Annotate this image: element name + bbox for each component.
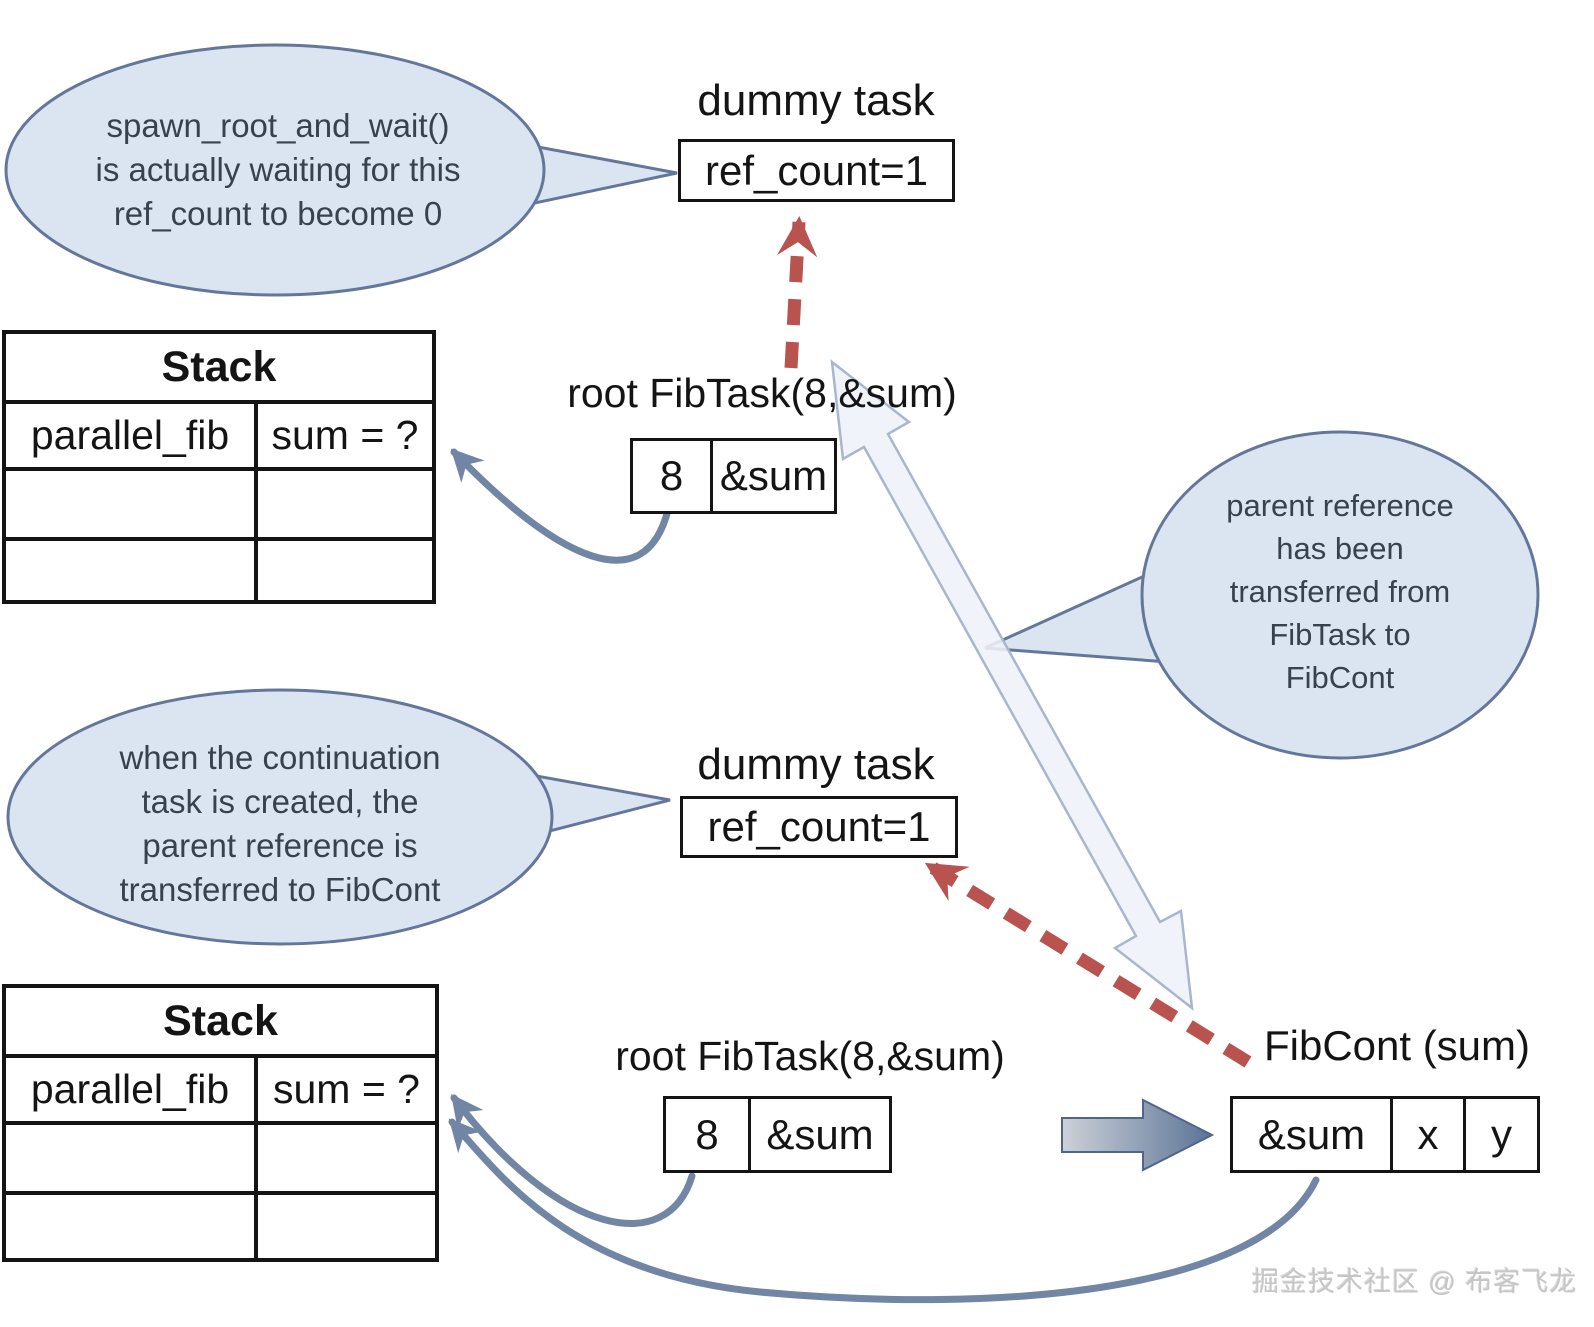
dummy-task-label: dummy task (697, 740, 935, 789)
ref-count-box: ref_count=1 (680, 796, 958, 858)
stack-empty-cell (254, 537, 432, 600)
fibtask-arg-cell: &sum (710, 441, 834, 511)
ref-count-box: ref_count=1 (678, 139, 955, 202)
watermark: 掘金技术社区 @ 布客飞龙 (1252, 1267, 1578, 1297)
stack-table-top: Stack parallel_fib sum = ? (2, 330, 436, 604)
fibcont-arg-cell: x (1390, 1099, 1463, 1170)
fibtask-arg-cell: 8 (695, 1110, 719, 1158)
root-fibtask-label: root FibTask(8,&sum) (615, 1033, 1005, 1079)
stack-empty-cell (254, 467, 432, 537)
stack-table-bottom: Stack parallel_fib sum = ? (2, 984, 439, 1262)
fibtask-box-bottom: 8 &sum (663, 1096, 892, 1173)
bubble-continuation-text: when the continuation task is created, t… (119, 739, 441, 908)
fibtask-arg-cell: &sum (748, 1099, 889, 1170)
stack-empty-cell (6, 537, 254, 600)
stack-empty-cell (6, 1121, 254, 1191)
fibcont-label: FibCont (sum) (1263, 1022, 1531, 1069)
fibcont-box: &sum x y (1230, 1096, 1540, 1173)
stack-title: Stack (6, 334, 432, 404)
fibtask-to-fibcont-arrow (1061, 1098, 1215, 1172)
fibtask-parent-ref-arrow (777, 215, 818, 369)
fibcont-arg-cell: y (1463, 1099, 1537, 1170)
fibcont-arg-cell: &sum (1257, 1110, 1366, 1158)
sum-pointer-arrow-bottom (450, 1094, 696, 1227)
stack-value-cell: sum = ? (254, 404, 432, 467)
stack-empty-cell (254, 1121, 435, 1191)
bubble-spawn-wait-text: spawn_root_and_wait() is actually waitin… (95, 107, 461, 232)
fibtask-arg-cell: 8 (659, 452, 684, 499)
stack-frame-cell: parallel_fib (30, 1066, 230, 1112)
root-fibtask-label: root FibTask(8,&sum) (567, 370, 957, 416)
stack-empty-cell (6, 467, 254, 537)
stack-empty-cell (6, 1191, 254, 1258)
stack-title: Stack (6, 988, 435, 1058)
dummy-task-label: dummy task (697, 76, 935, 125)
stack-value-cell: sum = ? (254, 1058, 435, 1121)
bubble-parent-transfer-text: parent reference has been transferred fr… (1226, 488, 1454, 695)
speech-bubble-tail (984, 565, 1170, 664)
stack-empty-cell (254, 1191, 435, 1258)
stack-frame-cell: parallel_fib (30, 412, 230, 458)
fibtask-box-top: 8 &sum (630, 438, 837, 514)
parent-transfer-arrow (830, 359, 1194, 1011)
